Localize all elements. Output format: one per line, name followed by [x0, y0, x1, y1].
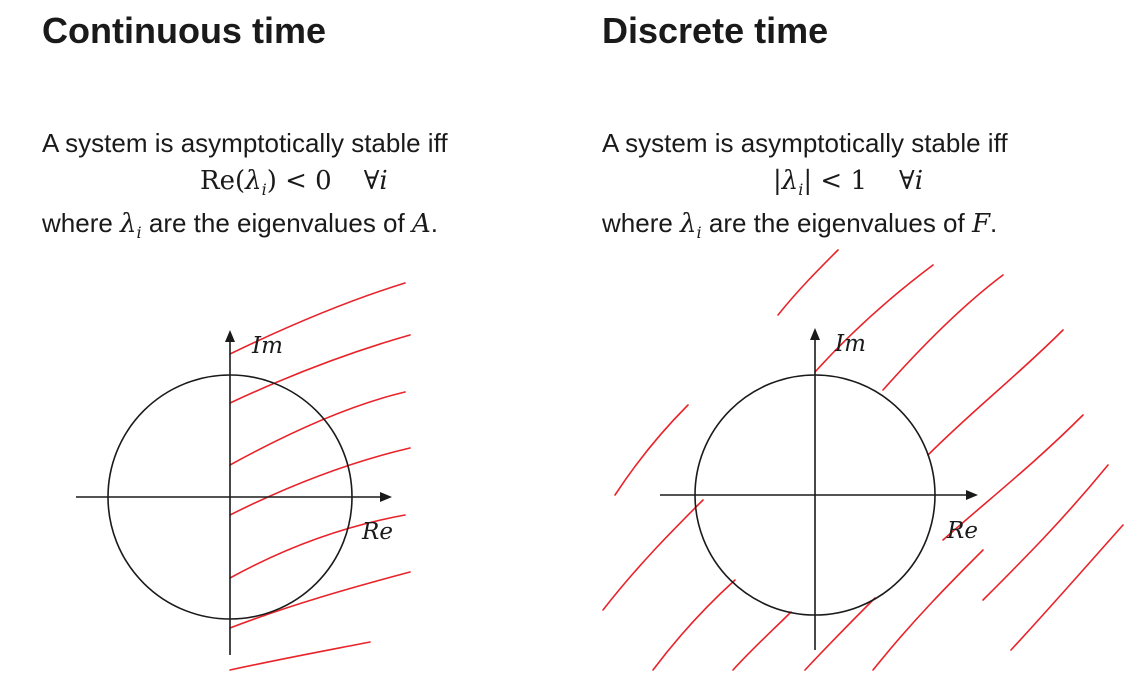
index-variable: i — [914, 166, 924, 196]
forall-symbol: ∀ — [899, 166, 915, 196]
discrete-stability-plot: Im Re — [602, 249, 1124, 671]
discrete-eigenvalue-note: where λi are the eigenvalues of F. — [602, 208, 997, 242]
hatch-stroke — [614, 404, 689, 496]
matrix-a: A — [411, 209, 431, 239]
lambda-symbol: λ — [120, 209, 137, 239]
complex-plane-axes — [76, 330, 392, 655]
hatch-stroke — [942, 414, 1084, 541]
lambda-subscript: i — [798, 180, 804, 200]
re-function: Re( — [200, 166, 246, 196]
discrete-stability-condition: |λi| < 1∀i — [773, 166, 923, 199]
discrete-time-panel: Discrete time A system is asymptotically… — [563, 0, 1126, 675]
lambda-subscript: i — [261, 180, 267, 200]
imaginary-axis-arrowhead — [225, 330, 235, 342]
hatch-stroke — [882, 274, 1004, 391]
eigenvalues-phrase: are the eigenvalues of — [141, 208, 412, 238]
im-axis-label: Im — [251, 333, 283, 359]
eigenvalues-phrase: are the eigenvalues of — [701, 208, 972, 238]
hatch-stroke — [229, 447, 411, 516]
hatch-stroke — [814, 264, 934, 373]
discrete-stability-statement: A system is asymptotically stable iff — [602, 128, 1008, 158]
hatch-stroke — [1010, 524, 1124, 651]
hatch-left-half-plane — [229, 282, 411, 671]
hatch-stroke — [652, 579, 736, 671]
lambda-symbol: λ — [680, 209, 697, 239]
condition-less-than-zero: ) < 0 — [266, 166, 332, 196]
continuous-time-panel: Continuous time A system is asymptotical… — [42, 10, 448, 671]
real-axis-arrowhead — [966, 490, 978, 500]
continuous-stability-condition: Re(λi) < 0∀i — [200, 166, 388, 199]
where-word: where — [42, 208, 121, 238]
hatch-stroke — [732, 611, 792, 671]
lambda-symbol: λ — [245, 166, 262, 196]
condition-less-than-one: < 1 — [812, 166, 867, 196]
index-variable: i — [379, 166, 388, 196]
lambda-subscript: i — [696, 223, 702, 243]
continuous-stability-statement: A system is asymptotically stable iff — [42, 128, 448, 158]
hatch-stroke — [229, 514, 406, 579]
continuous-stability-plot: Im Re — [76, 282, 411, 671]
imaginary-axis-arrowhead — [810, 328, 820, 340]
real-axis-arrowhead — [380, 492, 392, 502]
hatch-outside-unit-circle — [602, 249, 1124, 671]
forall-symbol: ∀ — [363, 166, 380, 196]
re-axis-label: Re — [361, 519, 393, 545]
matrix-f: F — [971, 209, 990, 239]
period: . — [430, 208, 438, 238]
hatch-stroke — [872, 549, 984, 671]
re-axis-label: Re — [946, 518, 978, 544]
hatch-stroke — [777, 249, 839, 316]
complex-plane-axes — [660, 328, 978, 650]
im-axis-label: Im — [834, 331, 866, 357]
hatch-stroke — [229, 391, 406, 466]
lambda-symbol: λ — [781, 166, 799, 196]
where-word: where — [602, 208, 681, 238]
hatch-stroke — [229, 282, 406, 355]
hatch-stroke — [229, 334, 411, 404]
hatch-stroke — [982, 464, 1109, 601]
hatch-stroke — [229, 641, 371, 671]
hatch-stroke — [804, 597, 876, 671]
continuous-time-title: Continuous time — [42, 10, 326, 51]
continuous-eigenvalue-note: where λi are the eigenvalues of A. — [42, 208, 438, 242]
hatch-stroke — [229, 571, 411, 629]
lambda-subscript: i — [136, 223, 142, 243]
abs-bar-close: | — [803, 166, 813, 196]
abs-bar-open: | — [773, 166, 782, 196]
discrete-time-title: Discrete time — [602, 10, 829, 51]
period: . — [990, 208, 998, 238]
hatch-stroke — [602, 499, 704, 611]
hatch-stroke — [927, 329, 1064, 456]
